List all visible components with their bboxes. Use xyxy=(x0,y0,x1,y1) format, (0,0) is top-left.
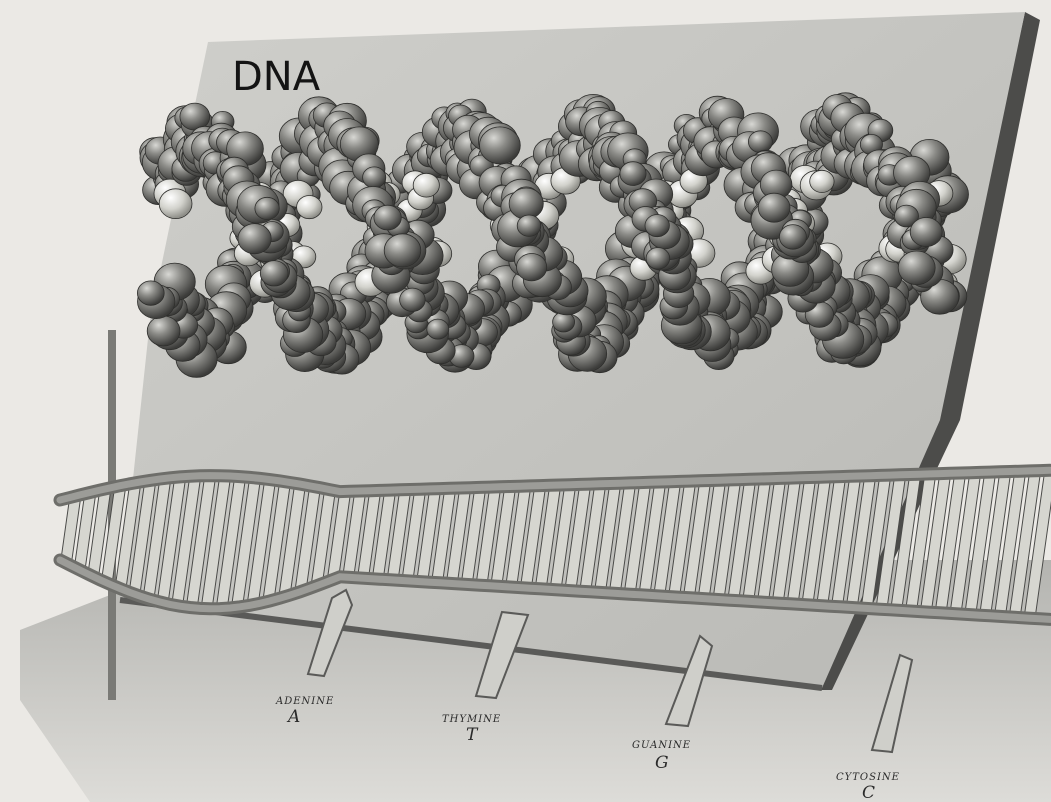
backbone-atom xyxy=(255,197,279,219)
base-name-cytosine: CYTOSINE xyxy=(836,772,900,783)
base-letter-guanine: G xyxy=(655,753,669,773)
backbone-atom xyxy=(646,247,670,269)
backbone-atom xyxy=(779,225,806,250)
backbone-atom xyxy=(517,215,541,236)
base-letter-cytosine: C xyxy=(862,783,875,802)
backbone-atom xyxy=(898,251,935,285)
backbone-atom xyxy=(238,224,271,254)
base-atom xyxy=(413,173,439,197)
page-title: DNA xyxy=(232,54,321,100)
backbone-atom xyxy=(427,319,449,339)
backbone-atom xyxy=(480,127,521,164)
base-letter-adenine: A xyxy=(286,707,300,727)
base-name-adenine: ADENINE xyxy=(275,696,334,707)
backbone-atom xyxy=(384,234,421,267)
backbone-atom xyxy=(509,188,543,219)
backbone-atom xyxy=(400,288,426,311)
backbone-atom xyxy=(260,261,288,286)
backbone-atom xyxy=(137,281,164,305)
backbone-atom xyxy=(748,131,772,153)
base-atom xyxy=(810,170,834,192)
backbone-atom xyxy=(147,316,180,346)
backbone-atom xyxy=(758,193,790,222)
backbone-atom xyxy=(645,215,669,237)
base-atom xyxy=(159,189,192,219)
backbone-atom xyxy=(374,205,401,230)
backbone-atom xyxy=(363,167,386,188)
base-name-guanine: GUANINE xyxy=(632,740,691,751)
backbone-atom xyxy=(553,312,575,332)
base-atom xyxy=(297,196,322,219)
backbone-atom xyxy=(910,218,942,247)
backbone-atom xyxy=(620,162,646,186)
base-letter-thymine: T xyxy=(466,725,479,745)
base-name-thymine: THYMINE xyxy=(442,714,501,725)
backbone-atom xyxy=(517,254,547,281)
